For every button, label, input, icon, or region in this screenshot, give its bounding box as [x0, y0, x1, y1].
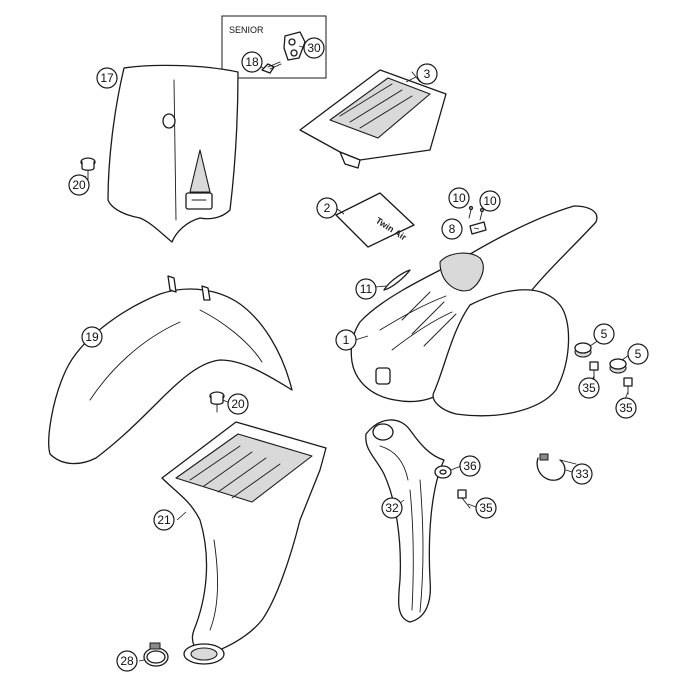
callout-20-upper-label: 20 [72, 178, 86, 192]
callout-21: 21 [153, 509, 175, 531]
callout-10-left-label: 10 [452, 191, 466, 205]
callout-2-label: 2 [324, 201, 331, 215]
callout-28: 28 [116, 650, 138, 672]
callout-20-lower: 20 [227, 393, 249, 415]
callout-5-upper: 5 [593, 323, 615, 345]
callout-36: 36 [459, 455, 481, 477]
callout-11-label: 11 [360, 282, 373, 296]
callout-32-label: 32 [385, 501, 399, 515]
grommet-part-5-lower [609, 358, 627, 374]
callout-3: 3 [416, 63, 438, 85]
callout-35-right-label: 35 [619, 401, 633, 415]
callout-8: 8 [441, 218, 463, 240]
callout-35-right: 35 [615, 397, 637, 419]
grommet-part-5-upper [574, 342, 592, 358]
screw-part-35-lower [457, 489, 471, 509]
senior-box-label: SENIOR [229, 25, 264, 35]
callout-18: 18 [241, 51, 263, 73]
washer-part-36 [434, 465, 452, 479]
callout-20-lower-label: 20 [231, 397, 245, 411]
hose-clamp-part-28 [143, 642, 169, 667]
callout-5-lower: 5 [627, 343, 649, 365]
airbox-cover-part-3 [299, 69, 447, 169]
clip-part-8 [469, 221, 487, 235]
bracket-part-30 [283, 31, 306, 61]
callout-10-left: 10 [448, 187, 470, 209]
gasket-part-11 [383, 269, 411, 291]
callout-2: 2 [316, 197, 338, 219]
radiator-shroud-part-32 [365, 419, 445, 623]
screw-part-20-lower [209, 391, 225, 413]
callout-11: 11 [355, 278, 377, 300]
screws-part-10 [468, 205, 485, 221]
callout-35-upper-label: 35 [582, 381, 596, 395]
bolt-part-18 [261, 61, 282, 74]
screw-part-20-upper [80, 157, 96, 181]
callout-18-label: 18 [245, 55, 259, 69]
cable-tie-part-33 [536, 453, 577, 481]
callout-35-upper: 35 [578, 377, 600, 399]
front-fender-part-19 [48, 275, 293, 465]
callout-19: 19 [81, 326, 103, 348]
callout-35-lower-label: 35 [479, 501, 493, 515]
airbox-part-1 [350, 205, 598, 417]
callout-19-label: 19 [85, 330, 99, 344]
callout-5-lower-label: 5 [635, 347, 642, 361]
callout-3-label: 3 [424, 67, 431, 81]
callout-10-right: 10 [479, 190, 501, 212]
callout-1: 1 [335, 329, 357, 351]
screw-part-35-upper [589, 361, 599, 381]
sticker-part-2: Twin Air [335, 192, 415, 248]
number-plate-part-17 [107, 64, 239, 243]
screw-part-35-right [623, 377, 633, 395]
callout-5-upper-label: 5 [601, 327, 608, 341]
callout-17: 17 [96, 67, 118, 89]
callout-10-right-label: 10 [483, 194, 497, 208]
callout-8-label: 8 [449, 222, 456, 236]
callout-30-label: 30 [307, 41, 321, 55]
callout-30: 30 [303, 37, 325, 59]
callout-20-upper: 20 [68, 174, 90, 196]
callout-35-lower: 35 [475, 497, 497, 519]
callout-36-label: 36 [463, 459, 477, 473]
callout-33: 33 [571, 463, 593, 485]
callout-33-label: 33 [575, 467, 589, 481]
callout-1-label: 1 [343, 333, 350, 347]
callout-28-label: 28 [120, 654, 134, 668]
intake-boot-part-21 [161, 421, 327, 665]
callout-32: 32 [381, 497, 403, 519]
callout-21-label: 21 [157, 513, 171, 527]
callout-17-label: 17 [100, 71, 114, 85]
